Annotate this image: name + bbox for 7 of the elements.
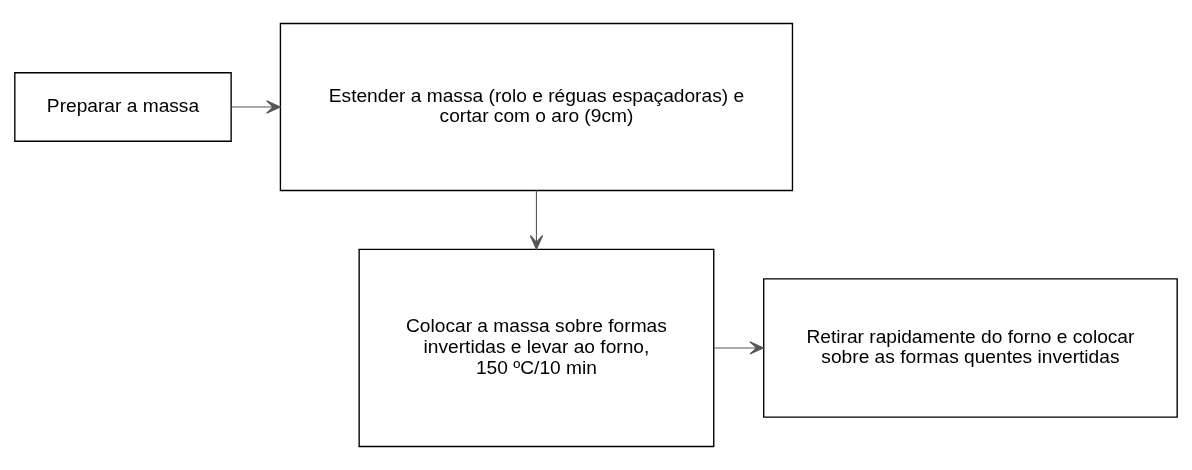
node-box: Retirar rapidamente do forno e colocar sobre as formas quentes invertidas <box>763 278 1178 418</box>
arrow <box>231 100 281 114</box>
node-box: Preparar a massa <box>14 72 232 142</box>
node-box: Estender a massa (rolo e réguas espaçadoras) e cortar com o aro (9cm) <box>279 22 794 192</box>
node-box: Colocar a massa sobre formas invertidas e levar ao forno, 150 ºC/10 min <box>358 248 715 448</box>
arrow <box>713 341 765 355</box>
arrow <box>529 190 544 250</box>
